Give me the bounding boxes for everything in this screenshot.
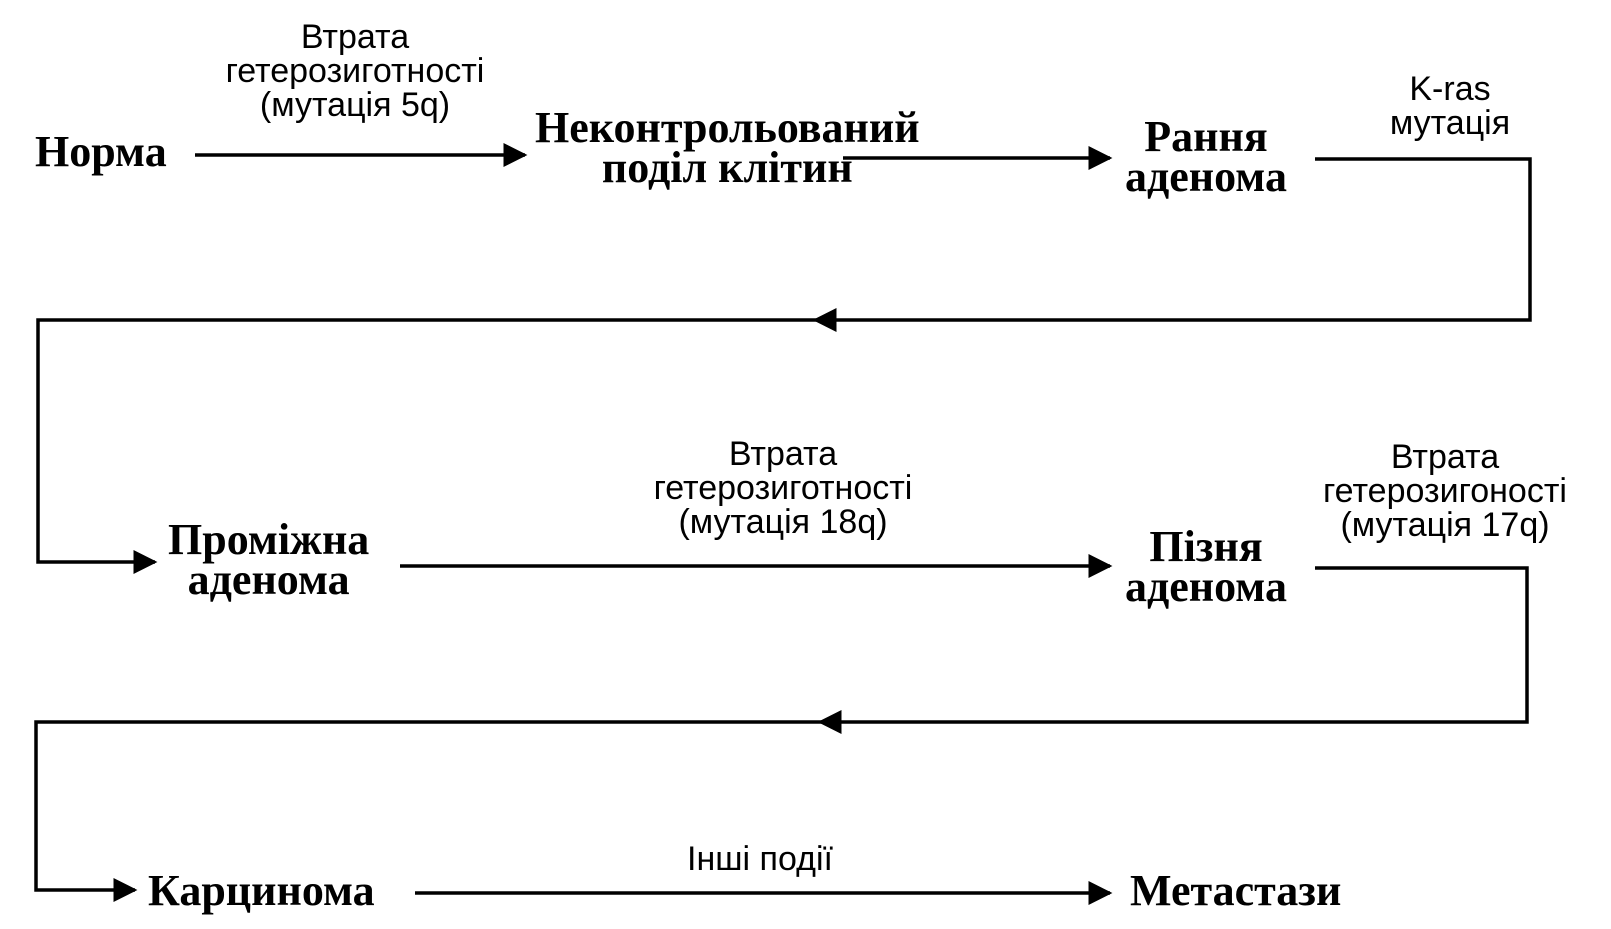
event-loh-18q-line-2: гетерозиготності — [653, 469, 913, 507]
stage-uncontrolled-division: Неконтрольований поділ клітин — [535, 103, 920, 192]
stage-metastases: Метастази — [1130, 866, 1342, 915]
stage-early-adenoma: Рання аденома — [1125, 112, 1287, 201]
event-loh-17q-line-1: Втрата — [1390, 438, 1500, 476]
arrow-early-to-return — [812, 157, 1532, 332]
stage-early-line-2: аденома — [1125, 152, 1287, 201]
event-kras-mutation: K-ras мутація — [1360, 72, 1540, 140]
stage-uncontrolled-line-2: поділ клітин — [601, 143, 853, 192]
arrow-return-to-carcinoma — [34, 720, 820, 902]
event-other: Інші події — [687, 840, 833, 878]
event-loh-5q-line-2: гетерозиготності — [225, 52, 485, 90]
event-loh-5q-line-1: Втрата — [300, 18, 410, 56]
event-kras-line-2: мутація — [1389, 104, 1511, 142]
event-loh-18q-line-1: Втрата — [728, 435, 838, 473]
event-kras-line-1: K-ras — [1409, 70, 1491, 108]
stage-intermediate-line-1: Проміжна — [168, 515, 370, 564]
event-loh-17q-line-3: (мутація 17q) — [1340, 506, 1550, 544]
event-loh-17q: Втрата гетерозигоності (мутація 17q) — [1290, 440, 1600, 542]
stage-intermediate-line-2: аденома — [187, 555, 350, 604]
stage-uncontrolled-line-1: Неконтрольований — [535, 103, 920, 152]
event-loh-17q-line-2: гетерозигоності — [1323, 472, 1567, 510]
stage-intermediate-adenoma: Проміжна аденома — [168, 515, 370, 604]
stage-late-adenoma: Пізня аденома — [1125, 522, 1287, 611]
event-loh-18q: Втрата гетерозиготності (мутація 18q) — [628, 437, 938, 539]
event-loh-5q: Втрата гетерозиготності (мутація 5q) — [200, 20, 510, 122]
stage-carcinoma: Карцинома — [148, 866, 375, 915]
stage-late-line-2: аденома — [1125, 562, 1287, 611]
event-loh-18q-line-3: (мутація 18q) — [678, 503, 888, 541]
event-loh-5q-line-3: (мутація 5q) — [259, 86, 451, 124]
stage-norm: Норма — [35, 127, 167, 176]
arrow-return-to-intermediate — [36, 318, 815, 574]
stage-early-line-1: Рання — [1144, 112, 1268, 161]
stage-late-line-1: Пізня — [1149, 522, 1263, 571]
arrow-late-to-return — [817, 566, 1529, 734]
